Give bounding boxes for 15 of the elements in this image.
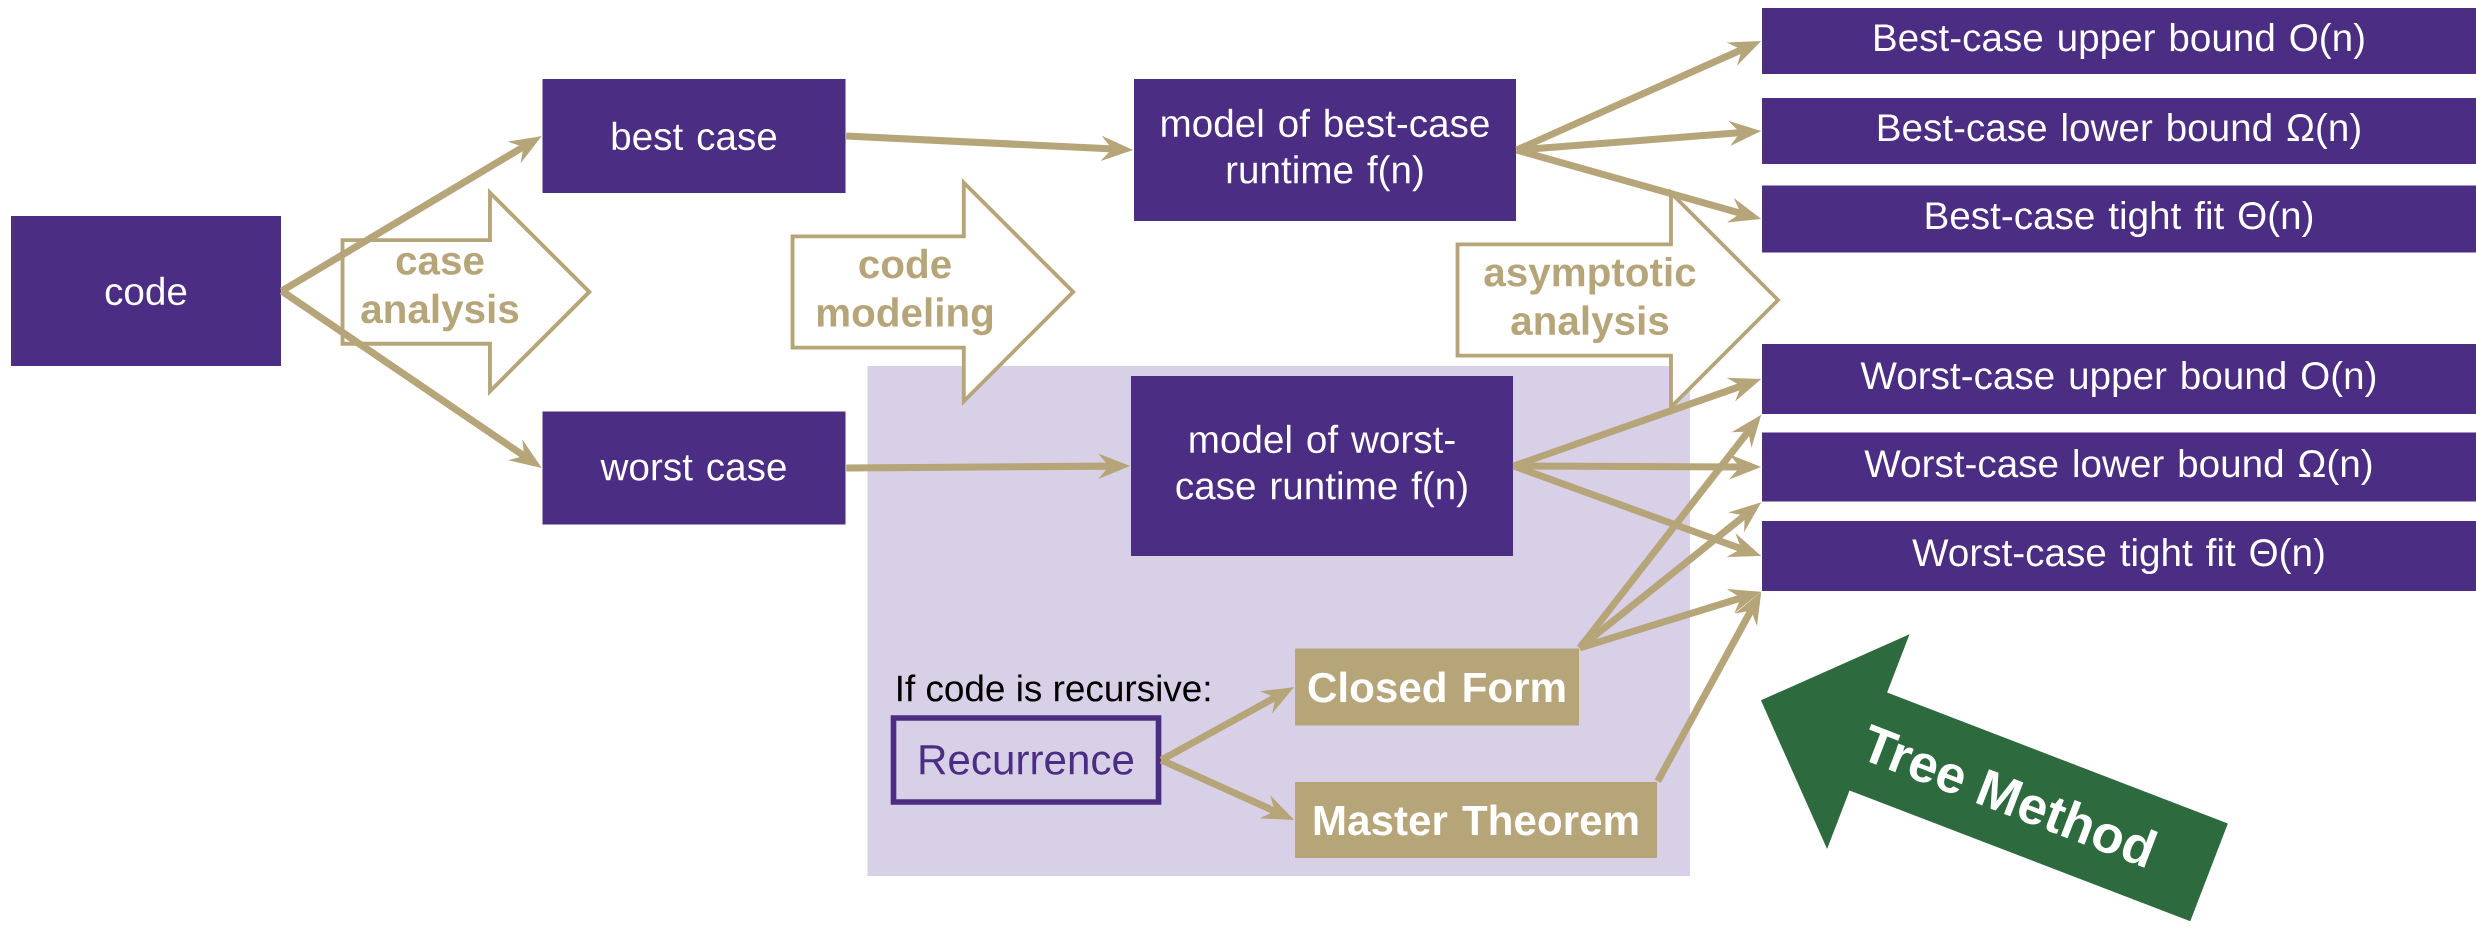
process-box: Best-case tight fit Θ(n) bbox=[1762, 185, 2476, 253]
process-box: code bbox=[11, 216, 281, 366]
method-box: Master Theorem bbox=[1295, 782, 1657, 858]
note-text: If code is recursive: bbox=[898, 674, 1210, 702]
method-box: Closed Form bbox=[1295, 648, 1579, 726]
process-box: Best-case upper bound O(n) bbox=[1762, 8, 2476, 74]
process-box: Worst-case tight fit Θ(n) bbox=[1762, 521, 2476, 591]
process-box: model of worst-case runtime f(n) bbox=[1131, 376, 1513, 556]
process-box: Worst-case lower bound Ω(n) bbox=[1762, 432, 2476, 502]
process-box: Best-case lower bound Ω(n) bbox=[1762, 98, 2476, 164]
process-box: model of best-case runtime f(n) bbox=[1134, 79, 1516, 221]
process-box: Worst-case upper bound O(n) bbox=[1762, 344, 2476, 414]
process-box: best case bbox=[542, 79, 846, 193]
process-box: worst case bbox=[542, 411, 846, 525]
outlined-box: Recurrence bbox=[890, 715, 1162, 805]
